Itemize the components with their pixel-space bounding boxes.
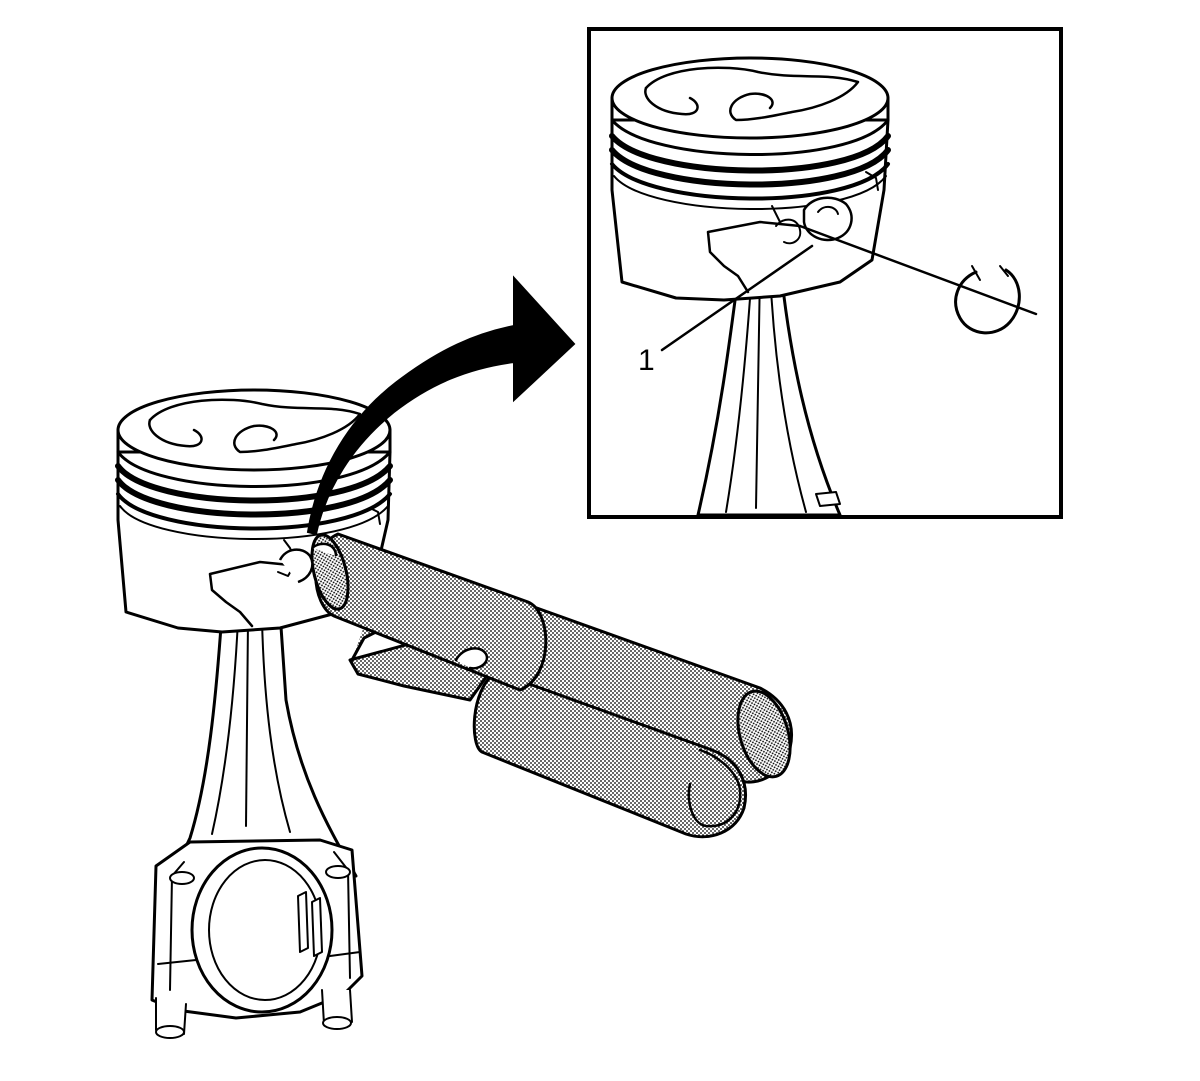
connecting-rod [150, 610, 364, 1039]
retainer-installer-tool [310, 532, 793, 839]
tool-handle-flat [472, 670, 747, 839]
tool-tip-contact [278, 542, 338, 584]
pin-axis-line [798, 224, 1038, 316]
detail-inset: 1 [587, 27, 1063, 519]
detail-arrow [306, 275, 576, 536]
callout-1-label: 1 [638, 344, 655, 377]
callout-1-leader [660, 244, 814, 352]
main-assembly [115, 388, 393, 1039]
retainer-ring [954, 268, 1021, 335]
